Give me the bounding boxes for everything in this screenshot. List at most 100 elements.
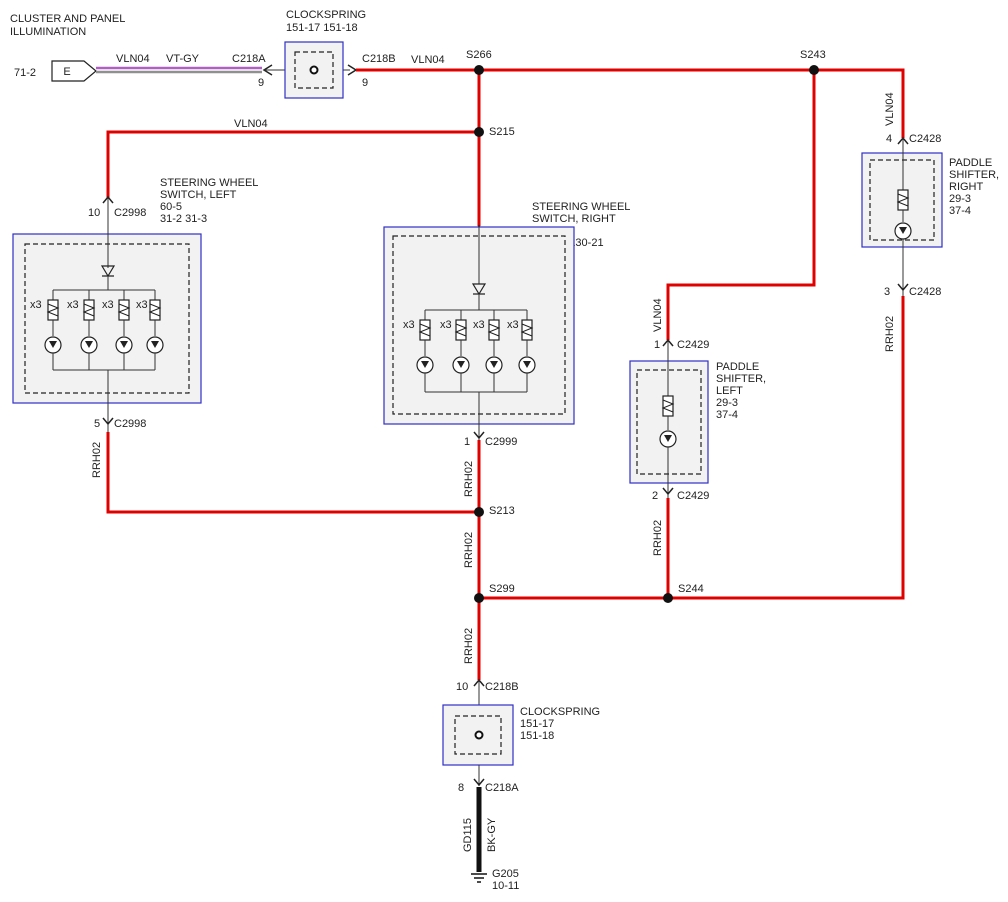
ground-ref: 10-11	[492, 880, 519, 892]
pin-c2429-in: 1	[654, 339, 660, 351]
multiplier-label: x3	[473, 319, 485, 331]
splice-label-s215: S215	[489, 126, 515, 138]
switch-right-lamps: x3 x3 x3 x3	[403, 310, 536, 392]
paddle-right-title1: PADDLE	[949, 157, 992, 169]
splice-s299	[474, 593, 484, 603]
wire-label-rrh02-bottom: RRH02	[463, 628, 475, 664]
paddle-right-title3: RIGHT	[949, 181, 984, 193]
wire-label-vt-gy: VT-GY	[166, 53, 200, 65]
paddle-left-ref2: 37-4	[716, 409, 738, 421]
paddle-left-circuit	[659, 340, 677, 498]
clockspring-bottom-ref1: 151-17	[520, 718, 554, 730]
pin-c2998-in: 10	[88, 207, 100, 219]
harness-vt-gy	[96, 66, 262, 74]
switch-left-circuit	[53, 198, 155, 371]
switch-right-title1: STEERING WHEEL	[532, 201, 630, 213]
clockspring-bottom-coil-icon	[474, 730, 484, 740]
source-connector-letter: E	[63, 66, 70, 78]
switch-left-ref2: 31-2 31-3	[160, 213, 207, 225]
connector-label-c218b-bottom: C218B	[485, 681, 519, 693]
splice-s215	[474, 127, 484, 137]
paddle-right-ref1: 29-3	[949, 193, 971, 205]
connector-label-c2428-out: C2428	[909, 286, 941, 298]
multiplier-label: x3	[403, 319, 415, 331]
wire-label-rrh02-center-upper: RRH02	[463, 461, 475, 497]
splice-s244	[663, 593, 673, 603]
clockspring-bottom-inner	[454, 715, 502, 755]
wire-label-rrh02-paddle-left: RRH02	[652, 520, 664, 556]
switch-right-title2: SWITCH, RIGHT	[532, 213, 616, 225]
multiplier-label: x3	[30, 299, 42, 311]
switch-left-title1: STEERING WHEEL	[160, 177, 258, 189]
ground-name: G205	[492, 868, 519, 880]
connector-arrow-c2429-out	[662, 487, 674, 496]
wire-label-gd115: GD115	[462, 818, 474, 852]
wire-label-bk-gy: BK-GY	[486, 817, 498, 852]
wire-label-rrh02-right: RRH02	[884, 316, 896, 352]
connector-label-c2999-out: C2999	[485, 436, 517, 448]
paddle-right-title2: SHIFTER,	[949, 169, 999, 181]
wire-label-vln04-branch: VLN04	[234, 118, 268, 130]
switch-left-title2: SWITCH, LEFT	[160, 189, 237, 201]
splice-s266	[474, 65, 484, 75]
connector-label-c218a-bottom: C218A	[485, 782, 519, 794]
connector-label-c2428-in: C2428	[909, 133, 941, 145]
splice-label-s243: S243	[800, 49, 826, 61]
connector-arrow-c2998-out	[102, 417, 114, 426]
switch-right-circuit	[425, 226, 527, 393]
lamp-group	[115, 290, 133, 370]
source-connector-shape	[51, 60, 97, 82]
multiplier-label: x3	[102, 299, 114, 311]
pin-c218a-top: 9	[258, 77, 264, 89]
connector-label-c218b-top: C218B	[362, 53, 396, 65]
switch-left-box	[12, 233, 202, 404]
wire-label-vln04-right: VLN04	[884, 92, 896, 126]
connector-label-c2429-out: C2429	[677, 490, 709, 502]
pin-c218a-bottom: 8	[458, 782, 464, 794]
lamp-group	[416, 310, 434, 392]
lamp-group	[518, 310, 536, 392]
pin-c218b-top: 9	[362, 77, 368, 89]
multiplier-label: x3	[440, 319, 452, 331]
wire-label-rrh02-center-mid: RRH02	[463, 532, 475, 568]
paddle-left-ref1: 29-3	[716, 397, 738, 409]
connector-arrow-c218a-bottom	[473, 778, 485, 787]
splice-s213	[474, 507, 484, 517]
lamp-group	[452, 310, 470, 392]
wire-label-vln04-top: VLN04	[411, 54, 445, 66]
wire-label-vln04-harness: VLN04	[116, 53, 150, 65]
switch-left-inner	[24, 243, 190, 394]
clockspring-top-coil-icon	[309, 65, 319, 75]
lamp-group	[485, 310, 503, 392]
lamp-group	[80, 290, 98, 370]
paddle-left-title3: LEFT	[716, 385, 743, 397]
connector-arrow-c2999-out	[473, 431, 485, 440]
connector-arrow-c2428-out	[897, 283, 909, 292]
lamp-group	[44, 290, 62, 370]
pin-c2998-out: 5	[94, 418, 100, 430]
diagram-title-line1: CLUSTER AND PANEL	[10, 13, 125, 25]
paddle-right-ref2: 37-4	[949, 205, 971, 217]
clockspring-top-name: CLOCKSPRING	[286, 9, 366, 21]
switch-left-lamps: x3 x3 x3 x3	[30, 290, 164, 370]
connector-arrow-c2998-in	[102, 195, 114, 204]
pin-c2428-out: 3	[884, 286, 890, 298]
connector-label-c2998-out: C2998	[114, 418, 146, 430]
multiplier-label: x3	[507, 319, 519, 331]
multiplier-label: x3	[67, 299, 79, 311]
diagram-title-line2: ILLUMINATION	[10, 26, 86, 38]
wire-label-rrh02-left: RRH02	[91, 442, 103, 478]
paddle-left-box	[629, 360, 709, 484]
vln04-network	[106, 68, 905, 340]
wire-label-vln04-paddle-left: VLN04	[652, 298, 664, 332]
pin-c2999-out: 1	[464, 436, 470, 448]
switch-left-ref1: 60-5	[160, 201, 182, 213]
source-reference: 71-2	[14, 67, 36, 79]
paddle-right-inner	[869, 159, 935, 241]
clockspring-bottom-name: CLOCKSPRING	[520, 706, 600, 718]
rrh02-network	[106, 296, 905, 680]
connector-label-c218a-top: C218A	[232, 53, 266, 65]
lamp-group	[146, 290, 164, 370]
splice-s243	[809, 65, 819, 75]
